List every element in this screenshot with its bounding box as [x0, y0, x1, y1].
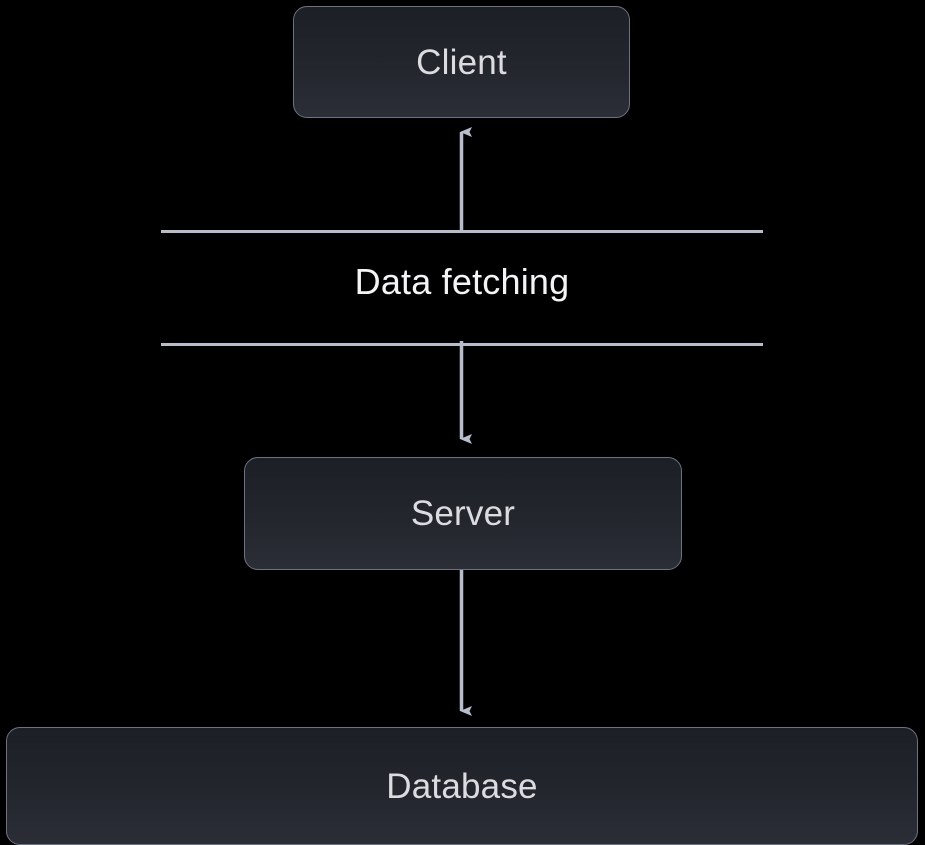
node-server[interactable]: Server	[244, 457, 682, 570]
node-server-label: Server	[410, 494, 516, 533]
node-database-label: Database	[386, 766, 538, 806]
data-fetching-label: Data fetching	[354, 261, 570, 302]
data-fetching-divider-bottom	[161, 343, 763, 346]
data-fetching-divider-top	[161, 230, 763, 233]
node-database[interactable]: Database	[6, 727, 918, 845]
node-client-label: Client	[416, 42, 507, 82]
node-client[interactable]: Client	[293, 6, 630, 118]
